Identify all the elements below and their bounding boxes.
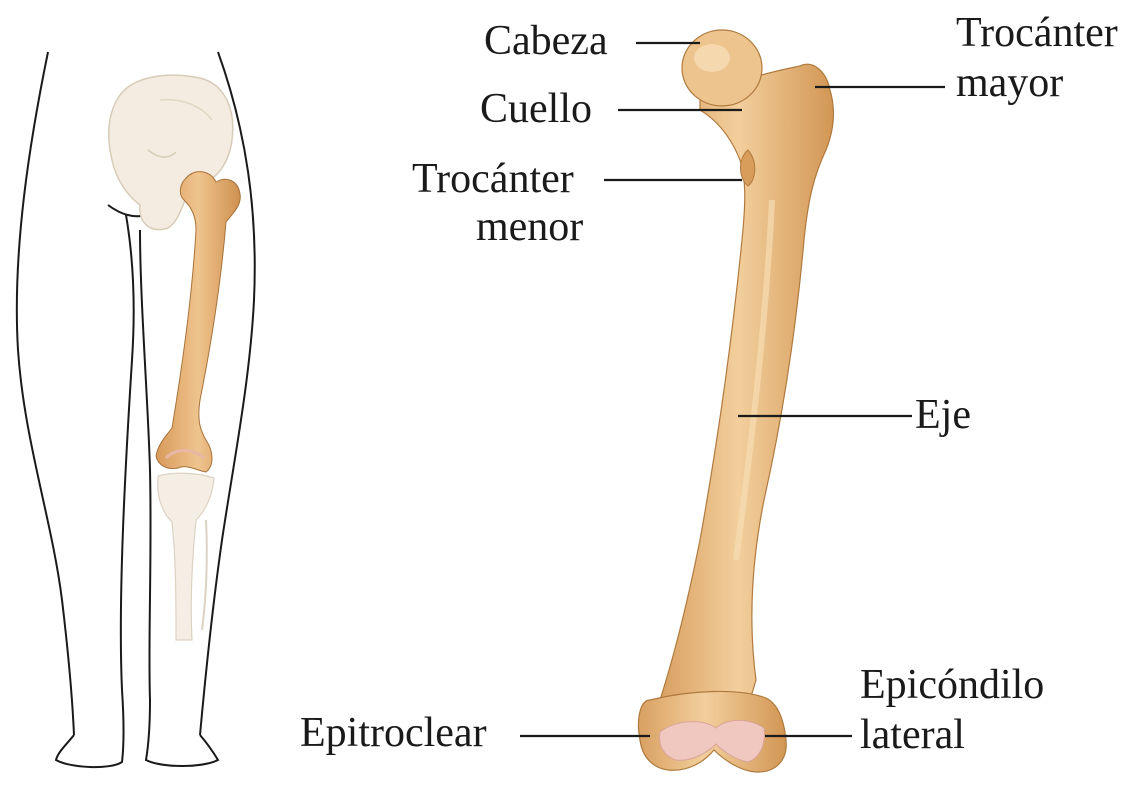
label-epicondilo-lateral-line2: lateral	[860, 712, 965, 758]
label-trocanter-menor-line1: Trocánter	[412, 156, 574, 202]
label-epitroclear: Epitroclear	[300, 710, 487, 756]
label-eje: Eje	[915, 392, 971, 438]
label-trocanter-mayor-line1: Trocánter	[956, 10, 1118, 56]
label-trocanter-menor-line2: menor	[476, 204, 583, 250]
large-femur	[638, 30, 833, 772]
label-trocanter-mayor-line2: mayor	[956, 60, 1063, 106]
lower-leg-bones	[158, 473, 214, 640]
label-cabeza: Cabeza	[484, 18, 608, 64]
label-epicondilo-lateral-line1: Epicóndilo	[860, 662, 1044, 708]
label-cuello: Cuello	[480, 86, 592, 132]
